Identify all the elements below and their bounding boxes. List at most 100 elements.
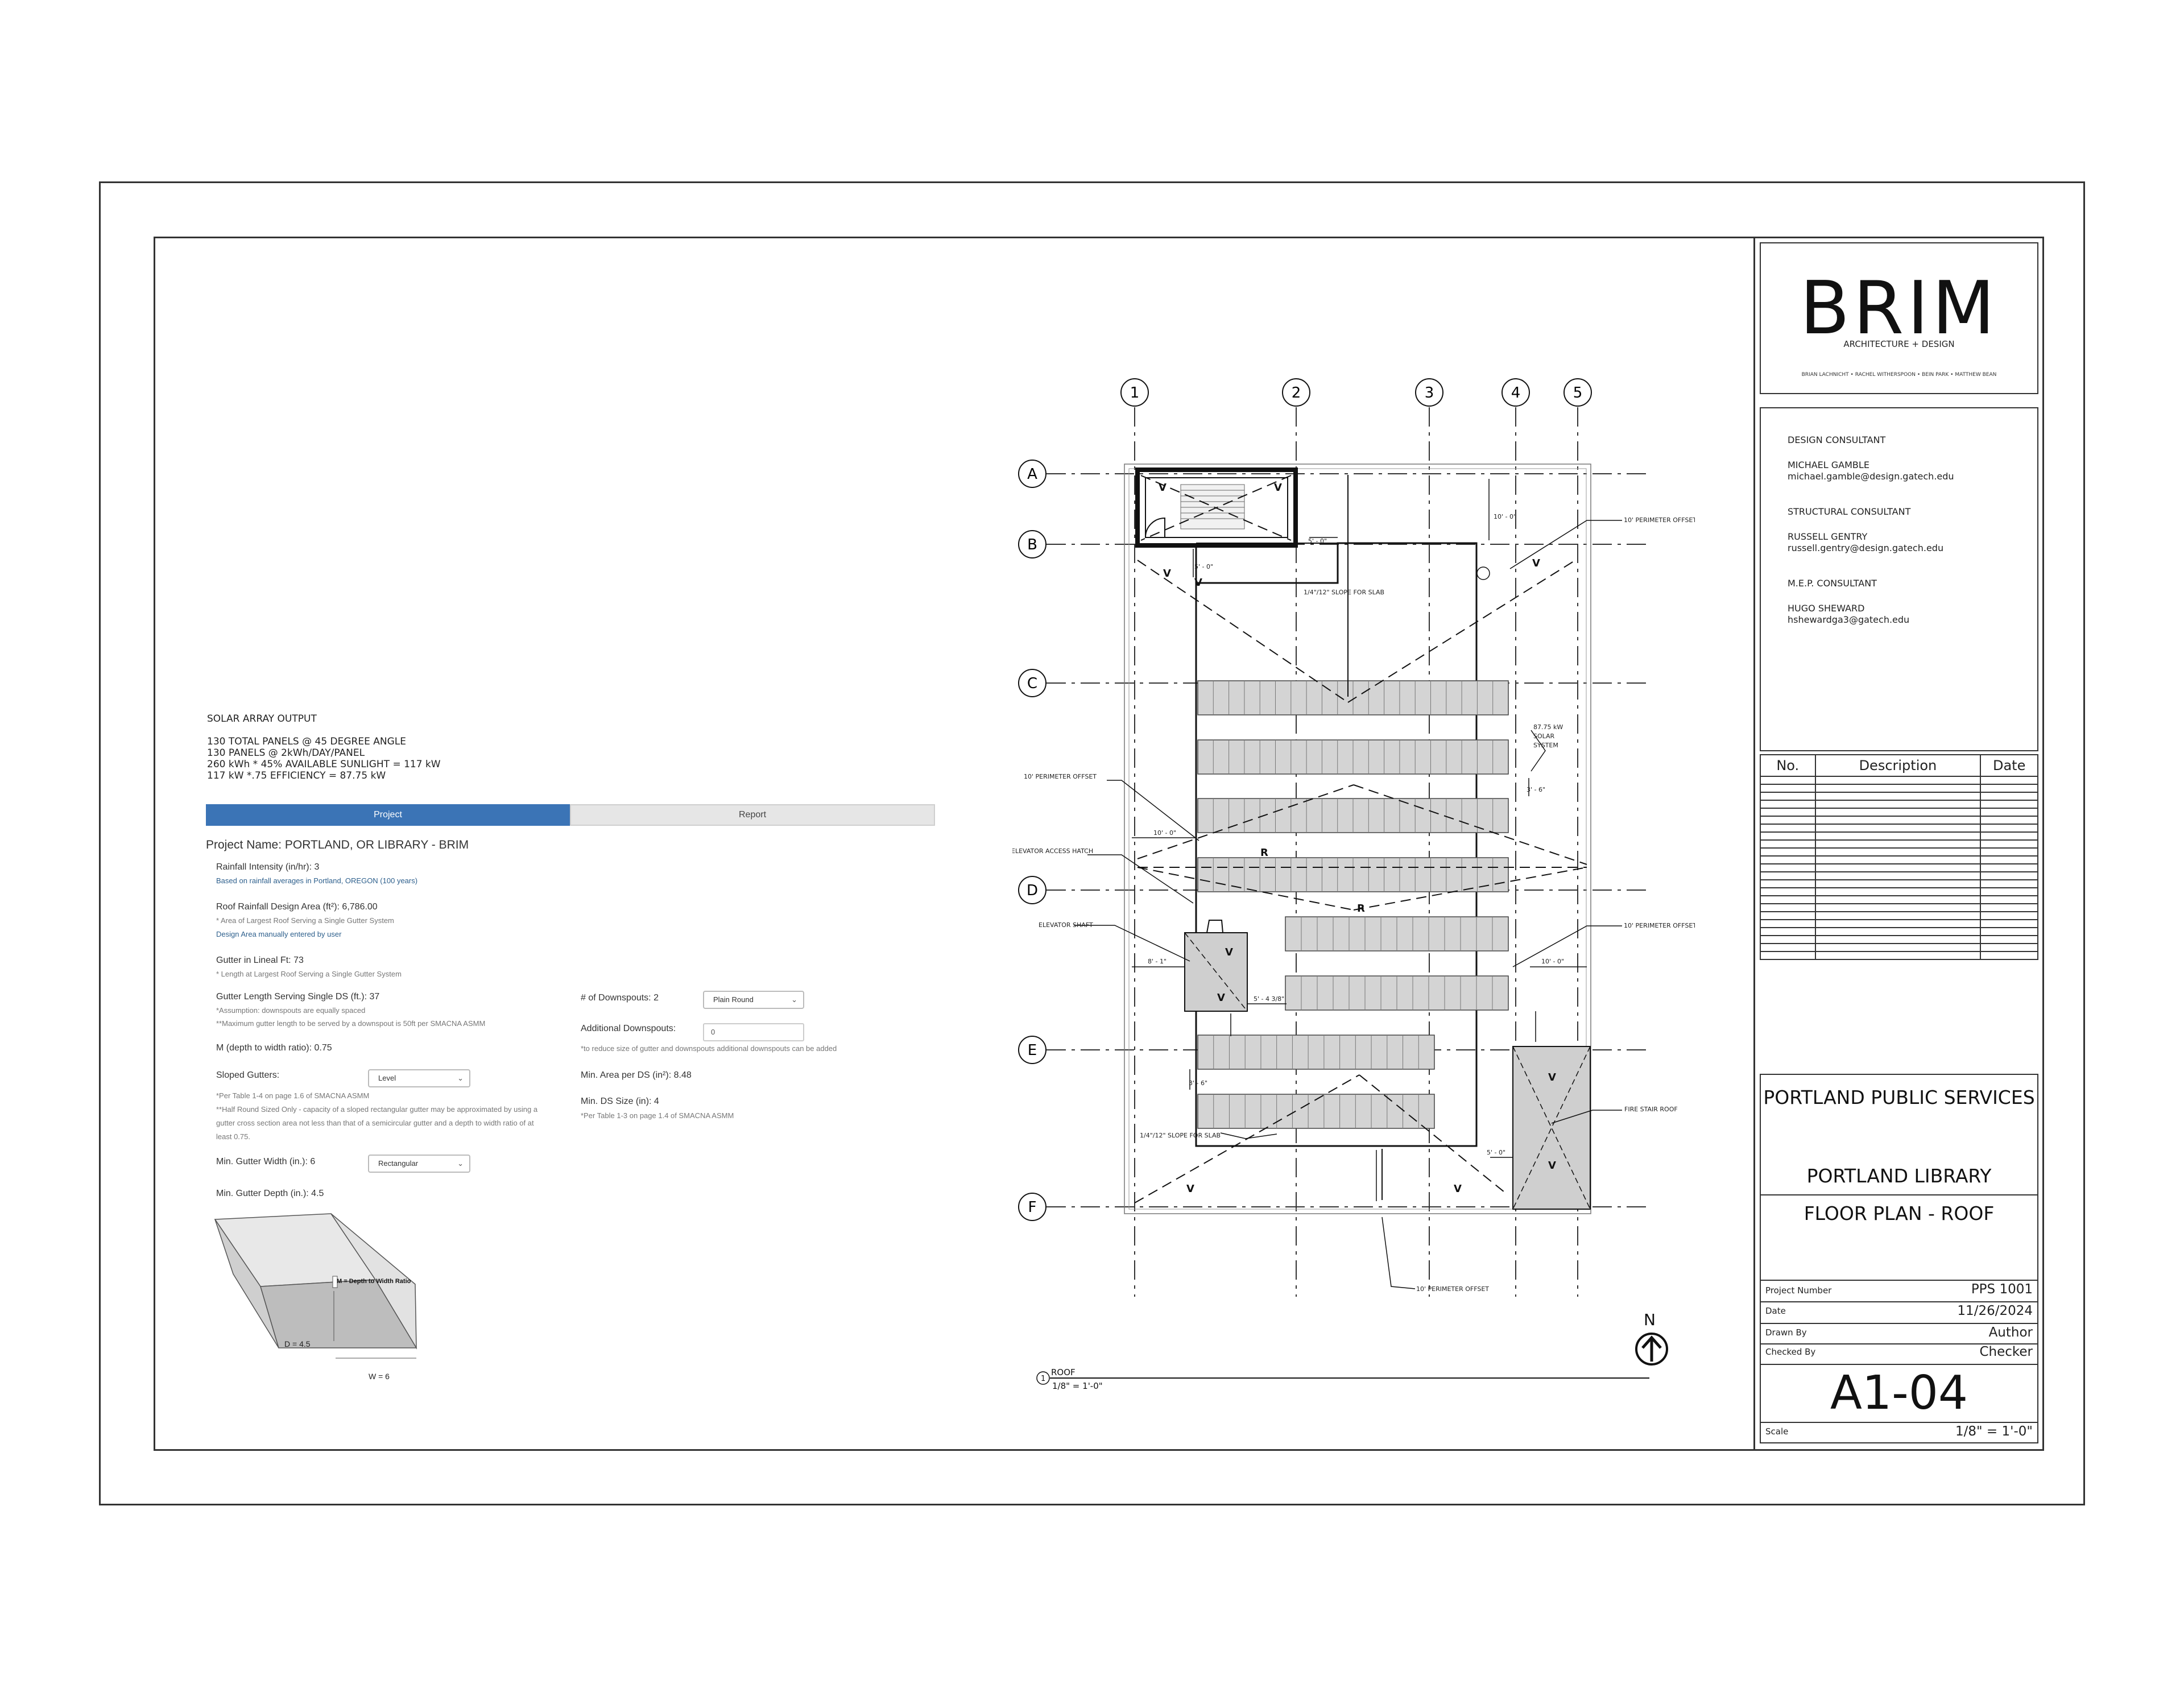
project-number: PPS 1001 bbox=[1971, 1282, 2033, 1297]
gutter-shape-value: Rectangular bbox=[378, 1159, 419, 1168]
view-number: 1 bbox=[1041, 1375, 1045, 1383]
revision-table: No. Description Date bbox=[1760, 754, 2038, 960]
sheet-title: FLOOR PLAN - ROOF bbox=[1804, 1202, 1995, 1224]
revision-date-header: Date bbox=[1980, 754, 2038, 777]
dimension-label: 10' - 0" bbox=[1494, 513, 1516, 520]
revision-row bbox=[1760, 784, 2038, 793]
revision-row bbox=[1760, 800, 2038, 809]
dimension-label: 3' - 6" bbox=[1527, 786, 1545, 793]
consultant-name: MICHAEL GAMBLE bbox=[1788, 460, 1869, 470]
revision-row bbox=[1760, 839, 2038, 849]
note-solar-system: SYSTEM bbox=[1533, 742, 1558, 749]
solar-panel-row bbox=[1285, 975, 1509, 1011]
dimension-label: 5' - 0" bbox=[1308, 537, 1327, 545]
additional-downspouts-label: Additional Downspouts: bbox=[581, 1024, 676, 1033]
roof-area-note: * Area of Largest Roof Serving a Single … bbox=[216, 916, 394, 925]
note-solar-kw: 87.75 kW bbox=[1533, 723, 1563, 731]
consultants-panel: DESIGN CONSULTANT MICHAEL GAMBLE michael… bbox=[1760, 407, 2038, 751]
title-block-divider bbox=[1753, 237, 1755, 1451]
sloped-note: least 0.75. bbox=[216, 1132, 250, 1141]
ridge-mark: V bbox=[1159, 482, 1167, 494]
consultant-email: russell.gentry@design.gatech.edu bbox=[1788, 543, 1944, 553]
solar-line: 130 PANELS @ 2kWh/DAY/PANEL bbox=[207, 747, 365, 759]
dimension-label: 5' - 0" bbox=[1487, 1149, 1505, 1156]
grid-column-bubble bbox=[1120, 378, 1149, 407]
drawn-by: Author bbox=[1988, 1325, 2033, 1340]
revision-row bbox=[1760, 911, 2038, 920]
dimension-label: 3' - 6" bbox=[1189, 1079, 1207, 1087]
scale-label: Scale bbox=[1765, 1426, 1789, 1437]
grid-column-label: 5 bbox=[1573, 384, 1583, 402]
solar-panel-row bbox=[1285, 916, 1509, 951]
ridge-mark: V bbox=[1225, 946, 1233, 958]
revision-row bbox=[1760, 824, 2038, 833]
tab-project[interactable]: Project bbox=[206, 804, 570, 826]
revision-row bbox=[1760, 951, 2038, 960]
downspout-type-select[interactable]: Plain Round⌄ bbox=[703, 991, 804, 1009]
depth-label: D = 4.5 bbox=[284, 1339, 311, 1348]
ridge-mark: V bbox=[1548, 1071, 1556, 1083]
sloped-gutters-select[interactable]: Level⌄ bbox=[368, 1069, 470, 1087]
north-label: N bbox=[1644, 1310, 1656, 1329]
min-ds-size: Min. DS Size (in): 4 bbox=[581, 1097, 659, 1106]
solar-line: 260 kWh * 45% AVAILABLE SUNLIGHT = 117 k… bbox=[207, 759, 441, 770]
ridge-mark: V bbox=[1454, 1183, 1462, 1195]
sloped-note: **Half Round Sized Only - capacity of a … bbox=[216, 1105, 538, 1114]
note-solar: SOLAR bbox=[1533, 733, 1555, 740]
grid-row-bubble bbox=[1018, 1036, 1046, 1064]
date-label: Date bbox=[1765, 1306, 1786, 1316]
client-name: PORTLAND PUBLIC SERVICES bbox=[1763, 1086, 2035, 1108]
consultant-email: hshewardga3@gatech.edu bbox=[1788, 614, 1910, 625]
gutter-length-ds: Gutter Length Serving Single DS (ft.): 3… bbox=[216, 992, 380, 1002]
ridge-mark: V bbox=[1194, 577, 1202, 589]
solar-panel-row bbox=[1197, 680, 1509, 715]
revision-row bbox=[1760, 879, 2038, 888]
note-fire-stair: FIRE STAIR ROOF bbox=[1624, 1106, 1678, 1113]
view-scale: 1/8" = 1'-0" bbox=[1052, 1381, 1103, 1391]
revision-row bbox=[1760, 935, 2038, 944]
additional-downspouts-input[interactable]: 0 bbox=[703, 1023, 804, 1041]
grid-row-bubble bbox=[1018, 530, 1046, 558]
dimension-label: 10' - 0" bbox=[1541, 958, 1564, 965]
dimension-label: 5' - 0" bbox=[1194, 563, 1213, 570]
revision-row bbox=[1760, 871, 2038, 880]
ridge-mark: V bbox=[1186, 1183, 1194, 1195]
gutter-shape-select[interactable]: Rectangular ⌄ bbox=[368, 1155, 470, 1173]
grid-row-label: D bbox=[1027, 882, 1038, 899]
gutter-length-note: **Maximum gutter length to be served by … bbox=[216, 1019, 486, 1028]
grid-column-bubble bbox=[1502, 378, 1530, 407]
m-ratio: M (depth to width ratio): 0.75 bbox=[216, 1043, 332, 1053]
tab-report[interactable]: Report bbox=[570, 804, 935, 826]
consultant-name: RUSSELL GENTRY bbox=[1788, 531, 1868, 542]
chevron-down-icon: ⌄ bbox=[457, 1159, 464, 1168]
design-area-note: Design Area manually entered by user bbox=[216, 930, 342, 938]
report-tab-bar: Project Report bbox=[206, 804, 935, 826]
rainfall-note: Based on rainfall averages in Portland, … bbox=[216, 876, 418, 885]
width-label: W = 6 bbox=[369, 1372, 390, 1381]
revision-row bbox=[1760, 863, 2038, 872]
min-gutter-depth: Min. Gutter Depth (in.): 4.5 bbox=[216, 1189, 324, 1198]
revision-row bbox=[1760, 792, 2038, 801]
consultant-role: DESIGN CONSULTANT bbox=[1788, 435, 1886, 445]
sheet-date: 11/26/2024 bbox=[1957, 1304, 2033, 1318]
project-info-panel: PORTLAND PUBLIC SERVICES PORTLAND LIBRAR… bbox=[1760, 1074, 2038, 1443]
consultant-name: HUGO SHEWARD bbox=[1788, 603, 1865, 614]
revision-row bbox=[1760, 895, 2038, 904]
ridge-mark: V bbox=[1274, 482, 1282, 494]
team-names: BRIAN LACHNICHT • RACHEL WITHERSPOON • B… bbox=[1801, 372, 1997, 378]
grid-column-bubble bbox=[1415, 378, 1443, 407]
ridge-mark: R bbox=[1260, 847, 1268, 859]
logo-panel: BRIM ARCHITECTURE + DESIGN BRIAN LACHNIC… bbox=[1760, 242, 2038, 394]
revision-row bbox=[1760, 847, 2038, 857]
note-perimeter-top: 10' PERIMETER OFFSET bbox=[1624, 516, 1695, 524]
downspout-type-value: Plain Round bbox=[713, 995, 754, 1004]
revision-row bbox=[1760, 887, 2038, 896]
gutter-lineal-ft: Gutter in Lineal Ft: 73 bbox=[216, 955, 304, 965]
ridge-mark: V bbox=[1532, 557, 1540, 569]
project-name-line: Project Name: PORTLAND, OR LIBRARY - BRI… bbox=[206, 838, 469, 851]
gutter-length-note: *Assumption: downspouts are equally spac… bbox=[216, 1006, 366, 1015]
min-area-per-ds: Min. Area per DS (in²): 8.48 bbox=[581, 1070, 692, 1080]
solar-heading: SOLAR ARRAY OUTPUT bbox=[207, 713, 317, 725]
gutter-lineal-note: * Length at Largest Roof Serving a Singl… bbox=[216, 970, 402, 978]
